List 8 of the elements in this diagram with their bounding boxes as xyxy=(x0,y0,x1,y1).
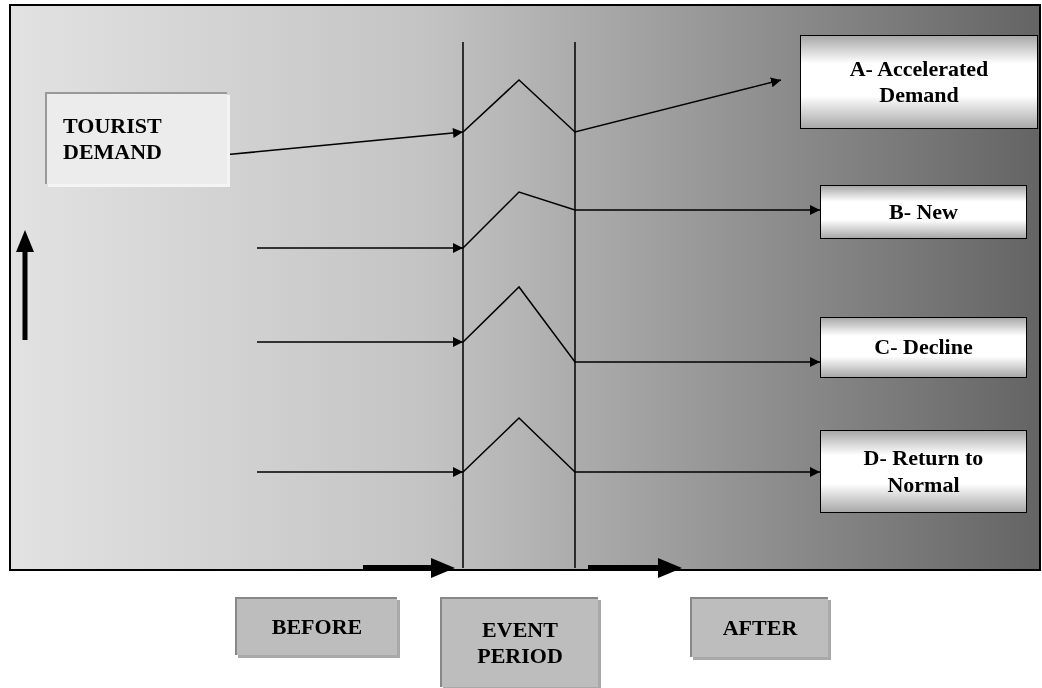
outcome-box: C- Decline xyxy=(820,317,1027,378)
period-box: BEFORE xyxy=(235,597,397,655)
label-box: TOURIST DEMAND xyxy=(45,92,227,184)
outcome-box: A- Accelerated Demand xyxy=(800,35,1038,129)
period-box: AFTER xyxy=(690,597,828,657)
period-box: EVENT PERIOD xyxy=(440,597,598,687)
outcome-box: D- Return to Normal xyxy=(820,430,1027,513)
outcome-box: B- New xyxy=(820,185,1027,239)
